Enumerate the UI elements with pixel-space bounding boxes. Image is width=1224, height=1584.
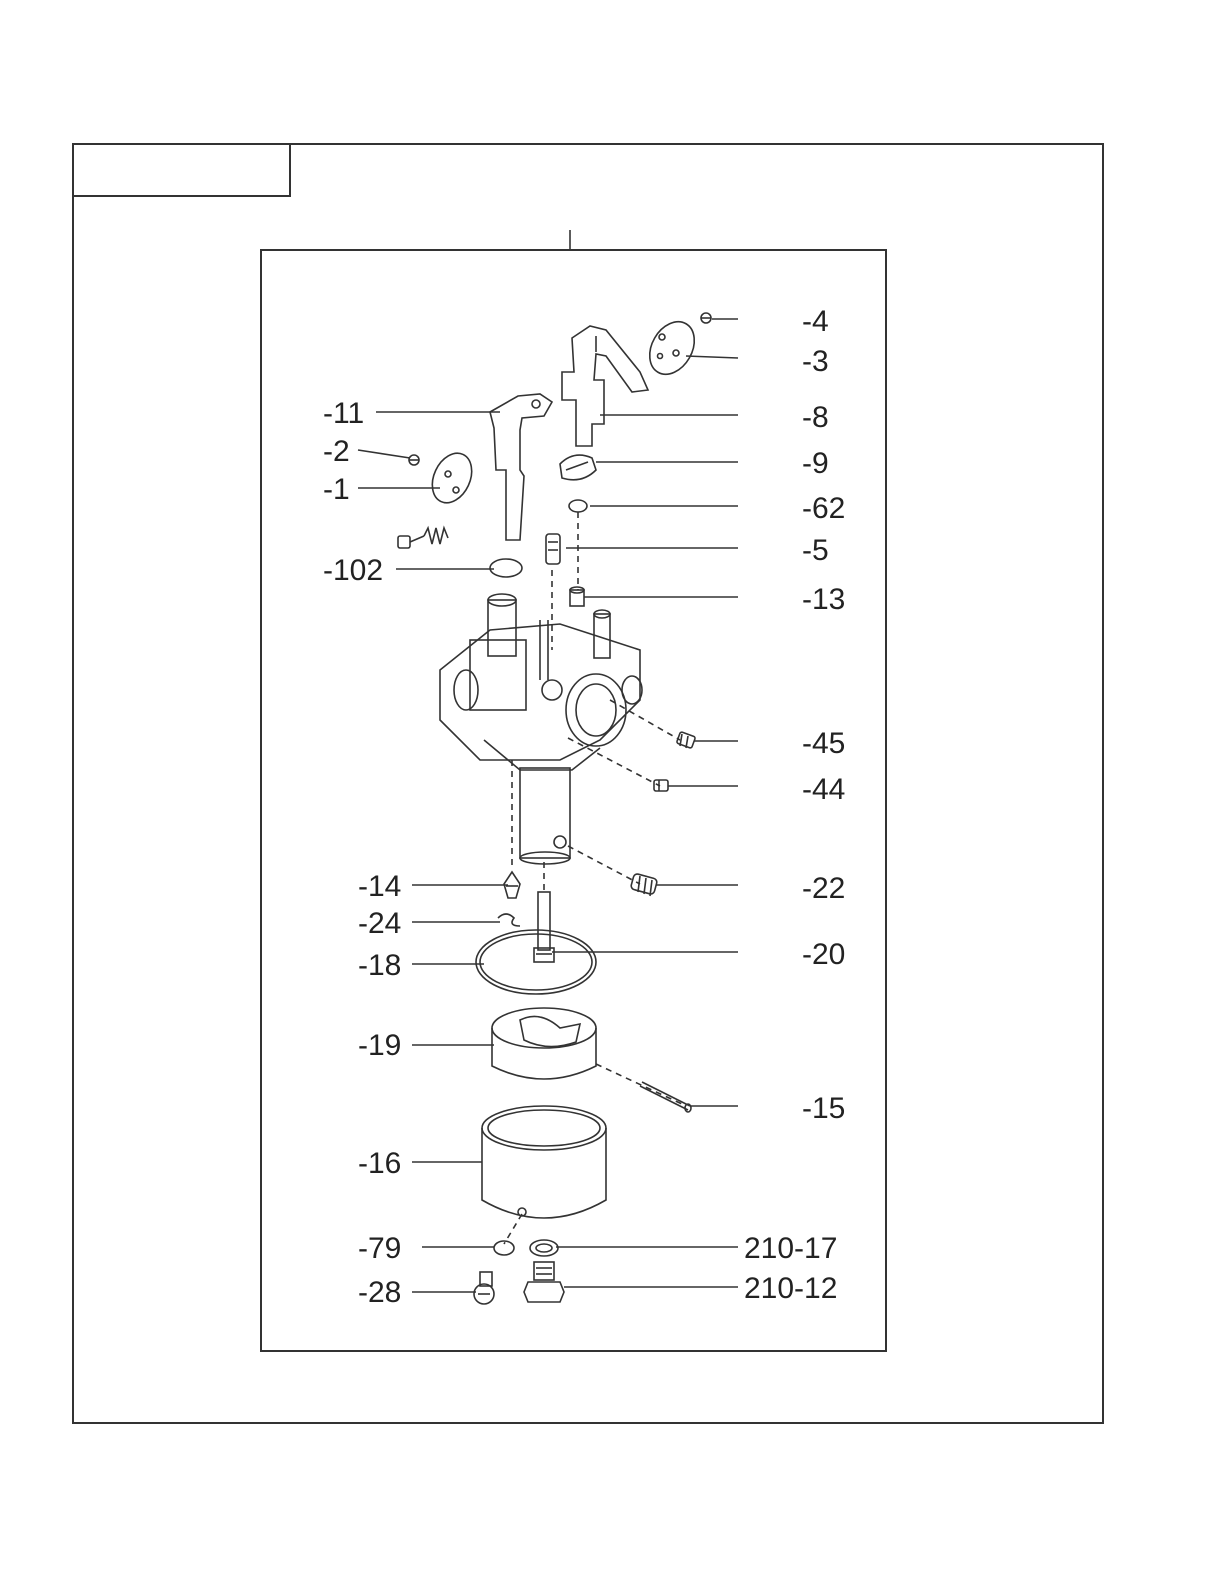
callout-9: -9 (802, 447, 829, 480)
callout-24: -24 (358, 907, 401, 940)
callout-79: -79 (358, 1232, 401, 1265)
idle-screw-spring (397, 525, 449, 549)
callout-16: -16 (358, 1147, 401, 1180)
callout-45: -45 (802, 727, 845, 760)
screw-44 (653, 779, 669, 792)
callout-11: -11 (323, 397, 364, 430)
choke-plate-3 (648, 320, 696, 376)
pilot-screw-22 (630, 873, 658, 897)
float-bowl-16 (481, 1105, 607, 1219)
plug-13 (569, 586, 585, 607)
callout-62: -62 (802, 492, 845, 525)
clip-24 (497, 913, 521, 927)
callout-210-12: 210-12 (744, 1272, 837, 1305)
throttle-shaft-11 (489, 393, 554, 541)
callout-8: -8 (802, 401, 829, 434)
bowl-stem (519, 767, 571, 865)
cap-9 (559, 454, 597, 481)
gasket-ring-102 (489, 558, 523, 578)
carburetor-body (439, 593, 643, 771)
washer-210-17 (529, 1239, 559, 1257)
drain-screw-28 (473, 1271, 495, 1305)
callout-4: -4 (802, 305, 829, 338)
throttle-plate-1 (431, 452, 473, 504)
leader-line-3 (685, 355, 739, 359)
needle-valve-14 (503, 870, 521, 899)
screw-4 (700, 312, 712, 324)
callout-2: -2 (323, 435, 350, 468)
callout-15: -15 (802, 1092, 845, 1125)
bowl-gasket-18 (475, 929, 597, 995)
choke-shaft-8 (561, 325, 650, 447)
screw-2 (408, 454, 420, 466)
callout-102: -102 (323, 554, 383, 587)
main-jet-5 (545, 533, 561, 565)
callout-22: -22 (802, 872, 845, 905)
washer-79 (493, 1240, 515, 1256)
bowl-gasket-18-inner (479, 933, 593, 991)
main-nozzle-20 (533, 891, 555, 963)
callout-13: -13 (802, 583, 845, 616)
float-19 (491, 1007, 597, 1080)
callout-18: -18 (358, 949, 401, 982)
screw-45 (676, 731, 696, 749)
callout-20: -20 (802, 938, 845, 971)
ring-62 (568, 499, 588, 513)
callout-labels: -4 -3 -8 -9 -62 -5 -13 -45 -44 -22 -20 -… (323, 305, 845, 1309)
callout-1: -1 (323, 473, 350, 506)
callout-3: -3 (802, 345, 829, 378)
callout-28: -28 (358, 1276, 401, 1309)
callout-14: -14 (358, 870, 401, 903)
float-pin-15 (639, 1081, 692, 1113)
diagram-frame (260, 249, 887, 1352)
callout-44: -44 (802, 773, 845, 806)
outer-frame (72, 143, 1104, 1424)
callout-19: -19 (358, 1029, 401, 1062)
callout-5: -5 (802, 534, 829, 567)
leader-line-2 (357, 449, 411, 459)
title-box (72, 143, 291, 197)
callout-210-17: 210-17 (744, 1232, 837, 1265)
assembly-axis-lines (503, 512, 683, 1245)
bowl-bolt-210-12 (523, 1261, 565, 1303)
